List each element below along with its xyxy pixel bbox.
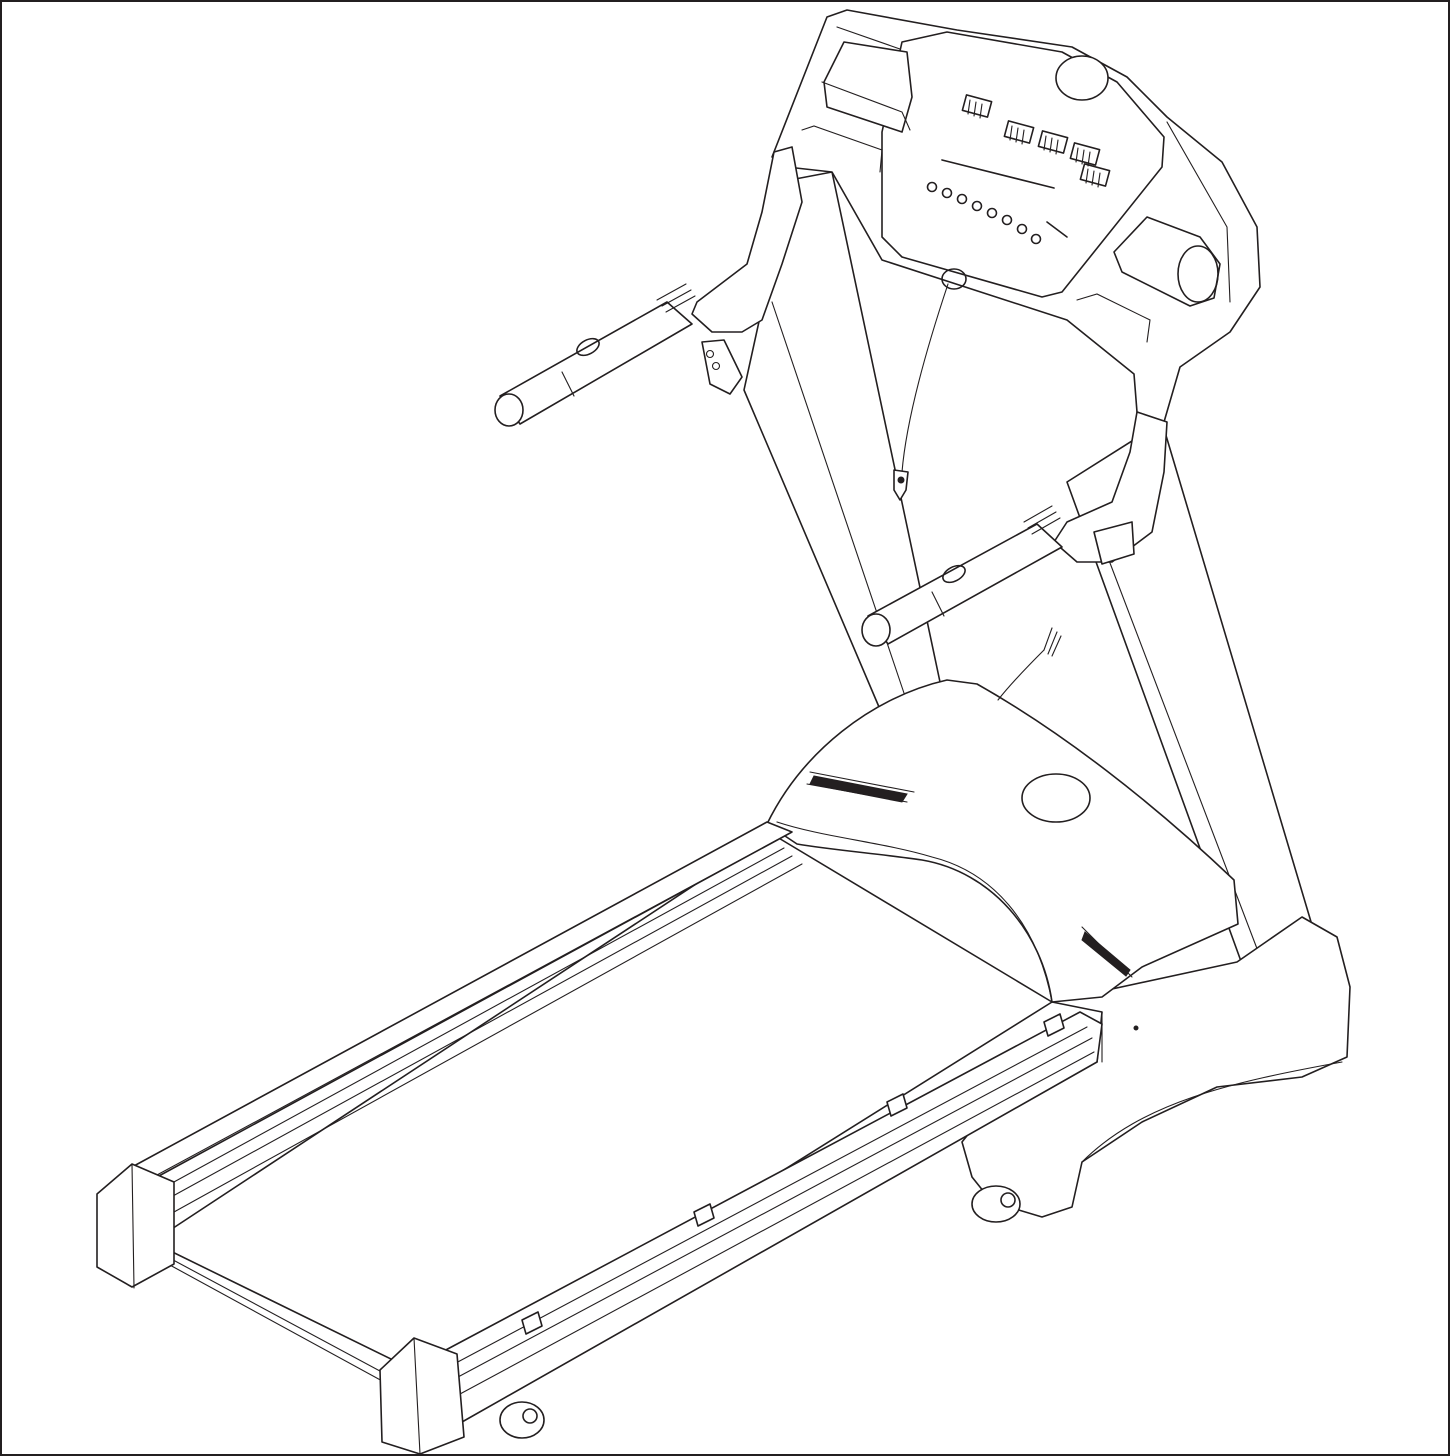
console-panel <box>881 31 1165 298</box>
front-wheel <box>499 1401 545 1439</box>
right-end-cap <box>379 1337 465 1454</box>
console-button-7 <box>1016 223 1028 235</box>
console-button-6 <box>1001 214 1013 226</box>
safety-key-socket <box>941 268 967 290</box>
console-button-8 <box>1030 233 1042 245</box>
left-handlebar <box>494 146 803 427</box>
rear-right-wheel <box>971 1185 1021 1223</box>
console-button-2 <box>941 187 953 199</box>
console-button-1 <box>926 181 938 193</box>
console-buttons <box>926 181 1042 245</box>
safety-key-cord <box>893 283 949 501</box>
right-cup-holder <box>1076 216 1221 343</box>
motor-hood <box>766 679 1239 1003</box>
left-end-cap <box>96 1163 175 1289</box>
console-button-3 <box>956 193 968 205</box>
deck-frame <box>131 821 1103 1423</box>
left-cup-holder <box>801 41 913 173</box>
console-button-5 <box>986 207 998 219</box>
right-handlebar <box>861 411 1168 647</box>
power-cord <box>997 627 1062 701</box>
console-button-4 <box>971 200 983 212</box>
